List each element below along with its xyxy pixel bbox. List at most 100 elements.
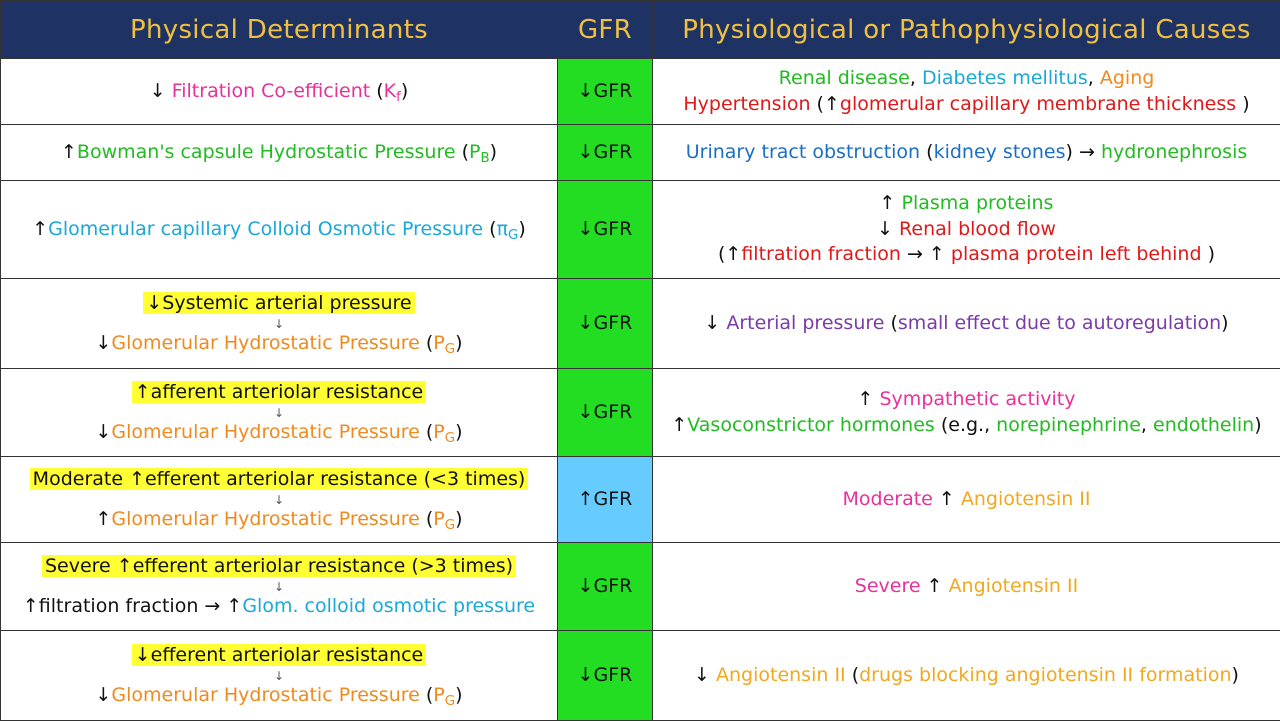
text-token: ) → — [1066, 141, 1101, 163]
determinant-line: ↑afferent arteriolar resistance — [5, 380, 553, 406]
header-row: Physical Determinants GFR Physiological … — [1, 1, 1280, 59]
text-token: ) — [455, 508, 462, 530]
text-run: ↑filtration fraction → ↑Glom. colloid os… — [23, 595, 535, 617]
header-causes: Physiological or Pathophysiological Caus… — [653, 1, 1280, 59]
cause-cell: Severe ↑ Angiotensin II — [653, 543, 1280, 631]
text-token: glomerular capillary membrane thickness — [840, 93, 1236, 115]
text-token: → ↑ — [901, 243, 951, 265]
cause-line: ↑Vasoconstrictor hormones (e.g., norepin… — [657, 413, 1276, 439]
text-token: Renal disease — [779, 67, 910, 89]
text-token: plasma protein left behind — [951, 243, 1202, 265]
text-token: ↑ — [96, 508, 112, 530]
cause-cell: Urinary tract obstruction (kidney stones… — [653, 125, 1280, 181]
text-token: ) — [401, 80, 408, 102]
text-token: ( — [420, 508, 433, 530]
determinant-cell: ↑afferent arteriolar resistance↓↓Glomeru… — [1, 369, 558, 457]
text-token: ↓ — [150, 80, 172, 102]
text-run: (↑filtration fraction → ↑ plasma protein… — [718, 243, 1215, 265]
cause-line: Urinary tract obstruction (kidney stones… — [657, 140, 1276, 166]
subscript: G — [445, 430, 455, 445]
text-token: drugs blocking angiotensin II formation — [859, 664, 1231, 686]
gfr-cell: ↓GFR — [558, 125, 653, 181]
text-token: small effect due to autoregulation — [898, 312, 1221, 334]
text-token: ↑ — [921, 575, 949, 597]
table-row: Severe ↑efferent arteriolar resistance (… — [1, 543, 1280, 631]
determinant-cell: ↓efferent arteriolar resistance ↓↓Glomeru… — [1, 631, 558, 721]
cause-line: Hypertension (↑glomerular capillary memb… — [657, 92, 1276, 118]
table-row: Moderate ↑efferent arteriolar resistance… — [1, 457, 1280, 543]
text-token: ) — [1254, 414, 1261, 436]
text-token: Aging — [1100, 67, 1154, 89]
subscript: G — [445, 341, 455, 356]
cause-line: ↓ Renal blood flow — [657, 217, 1276, 243]
text-token: filtration fraction — [741, 243, 901, 265]
text-token: Urinary tract obstruction — [686, 141, 920, 163]
text-token: ( — [420, 684, 433, 706]
text-token: π — [497, 218, 508, 240]
text-token: ↓ — [694, 664, 716, 686]
highlighted-text: Moderate ↑efferent arteriolar resistance… — [30, 468, 529, 490]
highlighted-text: ↑afferent arteriolar resistance — [132, 381, 426, 403]
cause-line: ↑ Sympathetic activity — [657, 387, 1276, 413]
text-run: Urinary tract obstruction (kidney stones… — [686, 141, 1248, 163]
text-token: Angiotensin II — [961, 488, 1091, 510]
cause-cell: ↓ Arterial pressure (small effect due to… — [653, 279, 1280, 369]
text-token: , — [1088, 67, 1100, 89]
text-token: Glomerular Hydrostatic Pressure — [111, 332, 419, 354]
determinant-line: ↓Glomerular Hydrostatic Pressure (PG) — [5, 683, 553, 709]
text-token: Diabetes mellitus — [922, 67, 1088, 89]
text-token: ) — [455, 684, 462, 706]
subscript: G — [445, 693, 455, 708]
text-token: Glomerular Hydrostatic Pressure — [111, 421, 419, 443]
text-token: (↑ — [811, 93, 840, 115]
determinant-line: ↓efferent arteriolar resistance — [5, 643, 553, 669]
text-token: ↑ — [880, 192, 902, 214]
text-token: ↓ — [96, 421, 112, 443]
text-run: ↑Bowman's capsule Hydrostatic Pressure (… — [61, 141, 497, 163]
text-token: ↓ — [704, 312, 726, 334]
text-token: ↓ — [96, 332, 112, 354]
determinant-line: Severe ↑efferent arteriolar resistance (… — [5, 554, 553, 580]
text-token: Plasma proteins — [902, 192, 1054, 214]
text-run: ↑Glomerular capillary Colloid Osmotic Pr… — [32, 218, 526, 240]
text-token: Vasoconstrictor hormones — [687, 414, 935, 436]
text-token: Filtration Co-efficient — [172, 80, 371, 102]
text-token: P — [433, 508, 444, 530]
text-token: , — [910, 67, 922, 89]
text-token: ) — [1236, 93, 1249, 115]
down-arrow-icon: ↓ — [5, 494, 553, 506]
text-token: K — [384, 80, 396, 102]
text-token: Glomerular Hydrostatic Pressure — [111, 684, 419, 706]
text-token: Severe — [855, 575, 921, 597]
down-arrow-icon: ↓ — [5, 670, 553, 682]
text-token: P — [433, 421, 444, 443]
gfr-cell: ↑GFR — [558, 457, 653, 543]
determinant-line: ↓Glomerular Hydrostatic Pressure (PG) — [5, 420, 553, 446]
table-row: ↓Systemic arterial pressure↓↓Glomerular … — [1, 279, 1280, 369]
text-run: Renal disease, Diabetes mellitus, Aging — [779, 67, 1155, 89]
determinant-cell: ↓ Filtration Co-efficient (Kf) — [1, 59, 558, 125]
text-token: ) — [1221, 312, 1228, 334]
determinant-cell: ↑Glomerular capillary Colloid Osmotic Pr… — [1, 181, 558, 279]
text-token: norepinephrine — [996, 414, 1141, 436]
text-run: ↑ Sympathetic activity — [858, 388, 1076, 410]
text-token: P — [469, 141, 480, 163]
text-token: Hypertension — [683, 93, 810, 115]
text-token: kidney stones — [934, 141, 1066, 163]
determinant-line: ↑Glomerular Hydrostatic Pressure (PG) — [5, 507, 553, 533]
determinant-line: ↑filtration fraction → ↑Glom. colloid os… — [5, 594, 553, 620]
determinant-cell: ↓Systemic arterial pressure↓↓Glomerular … — [1, 279, 558, 369]
text-token: ↓efferent arteriolar resistance — [135, 644, 424, 666]
cause-line: Severe ↑ Angiotensin II — [657, 574, 1276, 600]
text-token: Moderate — [842, 488, 932, 510]
text-token: endothelin — [1153, 414, 1254, 436]
text-token: ) — [1232, 664, 1239, 686]
table-row: ↑afferent arteriolar resistance↓↓Glomeru… — [1, 369, 1280, 457]
text-token: P — [433, 332, 444, 354]
determinant-line: ↓ Filtration Co-efficient (Kf) — [5, 79, 553, 105]
header-physical-determinants: Physical Determinants — [1, 1, 558, 59]
text-token: Glomerular capillary Colloid Osmotic Pre… — [48, 218, 483, 240]
gfr-cell: ↓GFR — [558, 543, 653, 631]
text-token: ↓Systemic arterial pressure — [146, 292, 411, 314]
